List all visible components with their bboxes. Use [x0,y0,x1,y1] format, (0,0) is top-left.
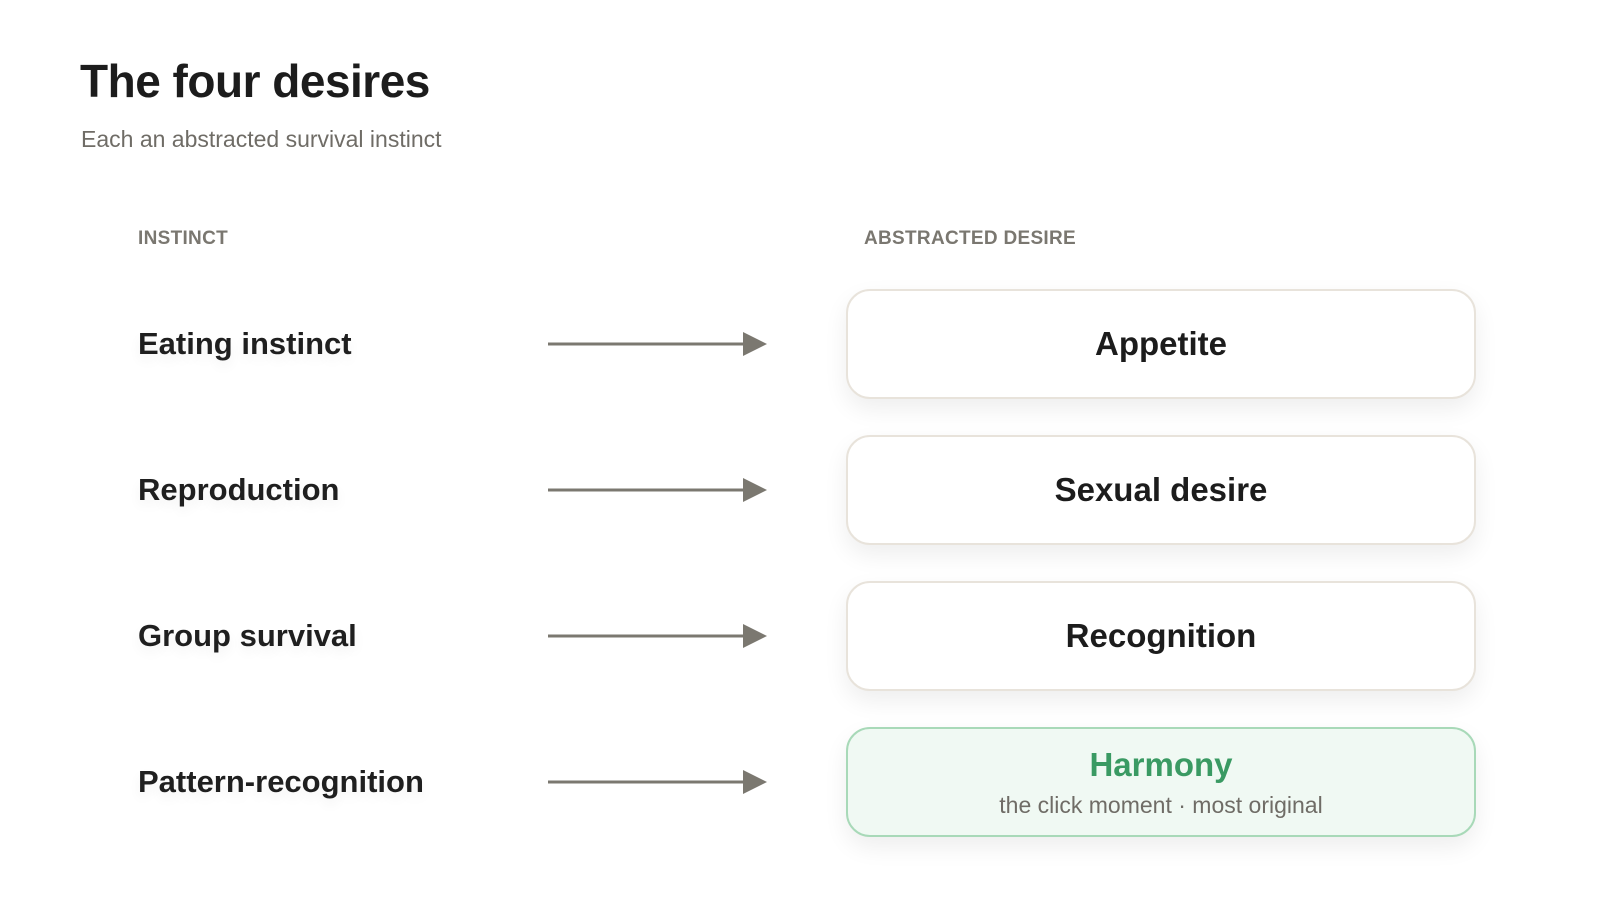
arrow-right-icon [548,770,767,794]
desire-card-highlighted: Harmony the click moment · most original [846,727,1476,837]
instinct-label: Reproduction [138,472,340,507]
desire-card: Recognition [846,581,1476,691]
desire-card: Sexual desire [846,435,1476,545]
mapping-row: Pattern-recognition Harmony the click mo… [0,727,1600,837]
instinct-label: Pattern-recognition [138,764,424,799]
mapping-row: Group survival Recognition [0,581,1600,691]
column-header-instinct: INSTINCT [138,228,229,249]
page-title: The four desires [80,55,430,107]
arrow-right-icon [548,332,767,356]
desire-label: Harmony [1089,745,1233,783]
instinct-label: Group survival [138,618,357,653]
arrow-right-icon [548,478,767,502]
desire-label: Appetite [1095,325,1227,363]
mapping-row: Reproduction Sexual desire [0,435,1600,545]
page-subtitle: Each an abstracted survival instinct [81,126,442,152]
desire-label: Sexual desire [1054,471,1268,509]
mapping-row: Eating instinct Appetite [0,289,1600,399]
arrow-right-icon [548,624,767,648]
column-header-abstracted-desire: ABSTRACTED DESIRE [864,228,1077,249]
desire-label: Recognition [1065,617,1257,655]
instinct-label: Eating instinct [138,326,352,361]
desire-card: Appetite [846,289,1476,399]
desire-note: the click moment · most original [999,791,1323,818]
